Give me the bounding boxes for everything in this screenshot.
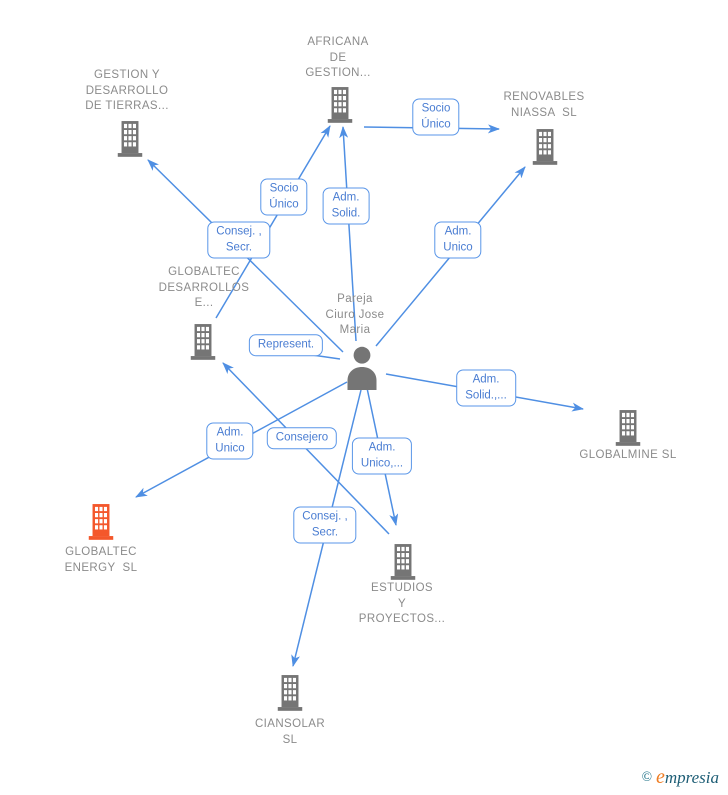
node-label-africana-de-gestion: AFRICANA DE GESTION... [305, 36, 371, 79]
edge-label-pareja-ciuro-jose-maria--globaltec-energy-sl: Adm. Unico [206, 422, 254, 460]
edge-label-africana-de-gestion--renovables-niassa: Socio Único [412, 98, 460, 136]
node-label-globaltec-energy-sl: GLOBALTEC ENERGY SL [64, 546, 138, 574]
building-icon [615, 410, 641, 446]
building-icon [532, 129, 558, 165]
edge-label-pareja-ciuro-jose-maria--africana-de-gestion: Adm. Solid. [322, 187, 370, 225]
node-globalmine-sl[interactable] [612, 408, 644, 446]
node-ciansolar-sl[interactable] [274, 673, 306, 711]
node-label-ciansolar-sl: CIANSOLAR SL [254, 718, 326, 746]
logo-brand-text: mpresia [664, 768, 719, 787]
empresia-logo: ©empresia [642, 766, 719, 789]
building-icon [390, 544, 416, 580]
edge-globaltec-desarrollos--africana-de-gestion [215, 125, 331, 319]
edge-label-pareja-ciuro-jose-maria--globaltec-desarrollos: Represent. [248, 334, 324, 356]
node-label-renovables-niassa: RENOVABLES NIASSA SL [503, 91, 585, 119]
copyright-icon: © [641, 769, 652, 784]
edge-label-globaltec-desarrollos--africana-de-gestion: Socio Único [260, 178, 308, 216]
building-icon [277, 675, 303, 711]
node-africana-de-gestion[interactable] [324, 85, 356, 123]
node-label-gestion-y-desarrollo-de-tierras: GESTION Y DESARROLLO DE TIERRAS... [85, 69, 169, 112]
building-icon [117, 121, 143, 157]
edge-label-pareja-ciuro-jose-maria--renovables-niassa: Adm. Unico [434, 221, 482, 259]
node-label-globalmine-sl: GLOBALMINE SL [579, 449, 677, 461]
node-label-globaltec-desarrollos: GLOBALTEC DESARROLLOS E... [158, 266, 250, 309]
node-pareja-ciuro-jose-maria[interactable] [345, 346, 379, 390]
edge-label-pareja-ciuro-jose-maria--ciansolar-sl: Consej. , Secr. [293, 506, 357, 544]
person-icon [347, 346, 377, 390]
edge-label-pareja-ciuro-jose-maria--globalmine-sl: Adm. Solid.,... [456, 369, 516, 407]
edge-label-pareja-ciuro-jose-maria--gestion-y-desarrollo-de-tierras: Consej. , Secr. [207, 221, 271, 259]
edge-pareja-ciuro-jose-maria--africana-de-gestion [339, 126, 357, 342]
node-label-pareja-ciuro-jose-maria: Pareja Ciuro Jose Maria [325, 293, 385, 336]
node-label-estudios-y-proyectos: ESTUDIOS Y PROYECTOS... [358, 582, 446, 625]
node-estudios-y-proyectos[interactable] [387, 542, 419, 580]
node-gestion-y-desarrollo-de-tierras[interactable] [114, 119, 146, 157]
building-icon [327, 87, 353, 123]
logo-letter-e: e [655, 766, 665, 788]
building-icon [190, 324, 216, 360]
node-globaltec-energy-sl[interactable] [85, 502, 117, 540]
edge-label-estudios-y-proyectos--globaltec-desarrollos: Consejero [266, 427, 338, 449]
edge-label-pareja-ciuro-jose-maria--estudios-y-proyectos: Adm. Unico,... [351, 437, 413, 475]
node-renovables-niassa[interactable] [529, 127, 561, 165]
node-globaltec-desarrollos[interactable] [187, 322, 219, 360]
building-icon [88, 504, 114, 540]
